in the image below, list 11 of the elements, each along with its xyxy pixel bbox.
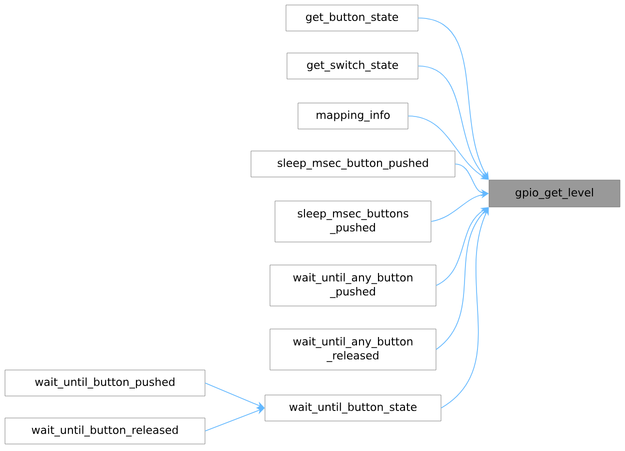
function-box: wait_until_button_state: [264, 394, 442, 422]
function-box: get_button_state: [286, 4, 418, 32]
function-box: sleep_msec_button_pushed: [250, 150, 456, 178]
function-box: sleep_msec_buttons _pushed: [274, 200, 432, 242]
function-box: wait_until_any_button _released: [270, 328, 436, 370]
function-box: gpio_get_level: [488, 180, 620, 208]
function-box: wait_until_button_pushed: [4, 370, 206, 396]
function-box: get_switch_state: [286, 52, 418, 80]
function-box: mapping_info: [298, 102, 408, 130]
function-box: wait_until_button_released: [4, 418, 206, 444]
function-box: wait_until_any_button _pushed: [270, 264, 436, 306]
